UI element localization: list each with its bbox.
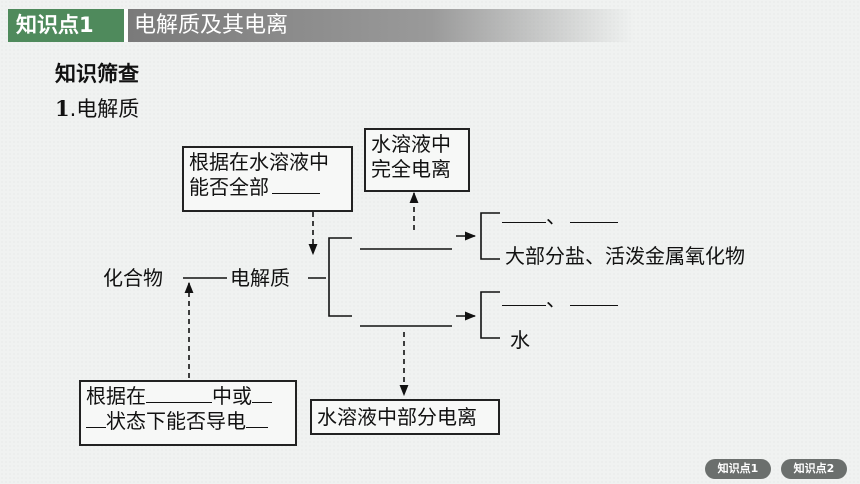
answer-blank bbox=[502, 204, 546, 223]
lower-blanks: 、 bbox=[502, 287, 618, 311]
compound-node: 化合物 bbox=[103, 266, 163, 290]
subsection-label: .电解质 bbox=[69, 97, 140, 121]
upper-blanks: 、 bbox=[502, 204, 618, 228]
lower-bracket bbox=[480, 291, 500, 339]
answer-blank bbox=[246, 409, 268, 428]
lower-example: 水 bbox=[510, 328, 530, 352]
upper-examples: 大部分盐、活泼金属氧化物 bbox=[505, 244, 745, 268]
header-separator bbox=[124, 9, 128, 42]
complete-ionization-line2: 完全电离 bbox=[371, 157, 451, 181]
answer-blank bbox=[146, 384, 212, 403]
main-bracket bbox=[328, 237, 352, 317]
criterion-box-bottom: 根据在中或 状态下能否导电 bbox=[79, 380, 297, 446]
subsection-number: 1 bbox=[55, 96, 70, 121]
complete-ionization-box: 水溶液中 完全电离 bbox=[364, 128, 470, 192]
criterion-box-top-line2: 能否全部 bbox=[189, 175, 346, 200]
answer-blank bbox=[272, 175, 320, 194]
criterion-box-bottom-line2: 状态下能否导电 bbox=[86, 409, 290, 434]
criterion-box-bottom-line1: 根据在中或 bbox=[86, 384, 290, 409]
partial-ionization-box: 水溶液中部分电离 bbox=[310, 399, 500, 435]
answer-blank bbox=[86, 409, 106, 428]
criterion-box-top: 根据在水溶液中 能否全部 bbox=[182, 146, 353, 212]
electrolyte-node: 电解质 bbox=[230, 266, 290, 290]
nav-button-point1[interactable]: 知识点1 bbox=[705, 459, 771, 479]
header-tag: 知识点1 bbox=[8, 9, 124, 42]
header-bar bbox=[128, 9, 634, 42]
answer-blank bbox=[570, 287, 618, 306]
complete-ionization-line1: 水溶液中 bbox=[371, 132, 451, 156]
header-title: 电解质及其电离 bbox=[134, 13, 289, 38]
answer-blank bbox=[570, 204, 618, 223]
upper-bracket bbox=[480, 212, 500, 260]
section-title: 知识筛查 bbox=[55, 62, 139, 86]
answer-blank bbox=[252, 384, 272, 403]
criterion-box-top-line1: 根据在水溶液中 bbox=[189, 150, 329, 174]
answer-blank bbox=[502, 287, 546, 306]
nav-button-point2[interactable]: 知识点2 bbox=[781, 459, 847, 479]
subsection-title: 1.电解质 bbox=[55, 93, 139, 123]
